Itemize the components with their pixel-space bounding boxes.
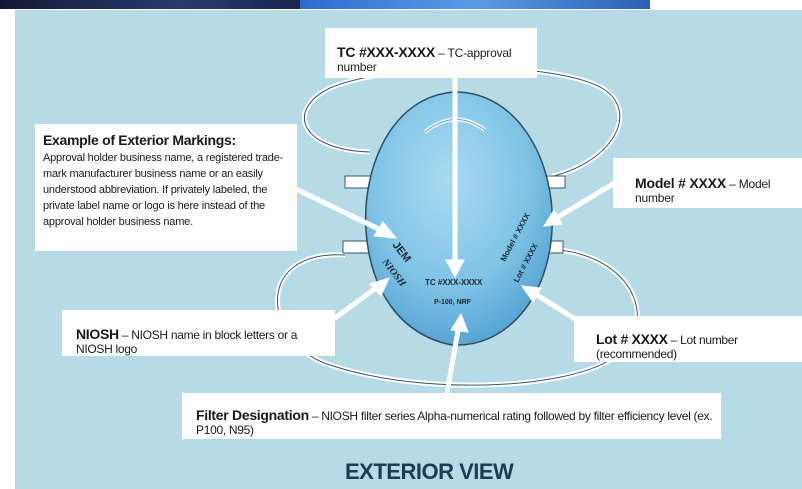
callout-model-label: Model # XXXX bbox=[635, 175, 726, 191]
callout-niosh-desc: – NIOSH name in block letters or a NIOSH… bbox=[76, 328, 298, 356]
arrow-niosh-head bbox=[369, 277, 390, 297]
top-photo-strip-right bbox=[300, 0, 650, 9]
arrow-tc-head bbox=[445, 259, 465, 279]
callout-model-number: Model # XXXX – Model number bbox=[613, 158, 802, 208]
callout-exterior-markings-body: Approval holder business name, a registe… bbox=[43, 152, 284, 228]
arrow-model bbox=[550, 181, 616, 223]
callout-niosh-label: NIOSH bbox=[76, 326, 119, 342]
callout-filter-label: Filter Designation bbox=[196, 407, 309, 423]
callout-filter-designation: Filter Designation – NIOSH filter series… bbox=[182, 393, 721, 439]
callout-tc-label: TC #XXX-XXXX bbox=[337, 44, 435, 60]
callout-exterior-markings-title: Example of Exterior Markings: bbox=[43, 132, 236, 148]
callout-tc-desc: – TC-approval number bbox=[337, 46, 512, 74]
view-label: EXTERIOR VIEW bbox=[345, 459, 514, 484]
callout-lot-desc: – Lot number (recommended) bbox=[596, 333, 738, 361]
arrow-model-head bbox=[543, 209, 563, 227]
arrow-example bbox=[295, 187, 388, 235]
callout-niosh: NIOSH – NIOSH name in block letters or a… bbox=[62, 310, 335, 356]
arrow-filter-head bbox=[450, 312, 469, 333]
arrow-lot-head bbox=[520, 285, 542, 303]
callout-model-desc: – Model number bbox=[635, 177, 771, 205]
callout-tc-number: TC #XXX-XXXX – TC-approval number bbox=[325, 28, 537, 78]
callout-lot-number: Lot # XXXX – Lot number (recommended) bbox=[574, 316, 802, 362]
mask-body bbox=[364, 91, 554, 346]
lower-strap-outline bbox=[277, 249, 638, 386]
arrow-niosh bbox=[332, 282, 383, 321]
mask-filter-text: P-100, NRF bbox=[434, 299, 472, 306]
callout-lot-label: Lot # XXXX bbox=[596, 331, 668, 347]
arrow-example-head bbox=[373, 221, 398, 239]
mask-tc-text: TC #XXX-XXXX bbox=[425, 278, 483, 287]
arrow-lot bbox=[529, 289, 583, 325]
callout-exterior-markings: Example of Exterior Markings: Approval h… bbox=[35, 124, 297, 251]
top-photo-strip-left bbox=[0, 0, 300, 9]
arrow-filter bbox=[444, 322, 462, 396]
callout-filter-desc: – NIOSH filter series Alpha-numerical ra… bbox=[196, 409, 713, 437]
